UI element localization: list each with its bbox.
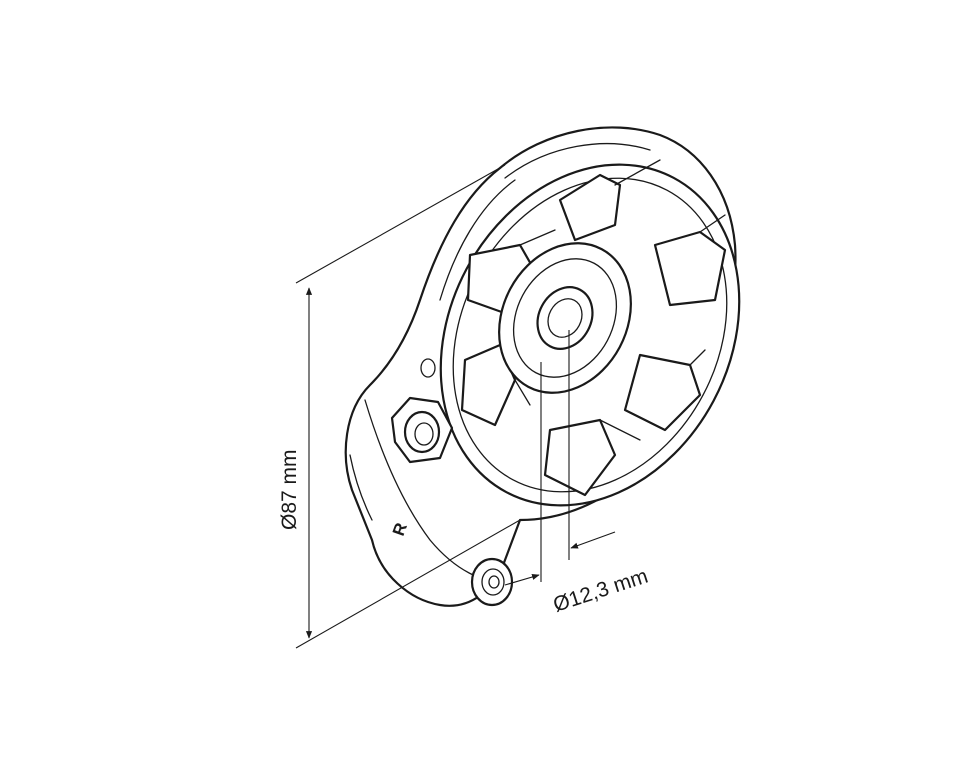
shaft-diameter-label: Ø12,3 mm: [550, 565, 650, 617]
hex-nut: [390, 396, 454, 464]
disc-lugs: [460, 159, 727, 497]
drive-disc: [439, 159, 741, 507]
arm-bolt: [470, 557, 514, 607]
outer-diameter-label: Ø87 mm: [278, 449, 301, 530]
plate-hole: [420, 358, 436, 378]
outer-diameter-dimension: Ø87 mm: [278, 164, 521, 649]
side-marking: R: [389, 520, 411, 538]
